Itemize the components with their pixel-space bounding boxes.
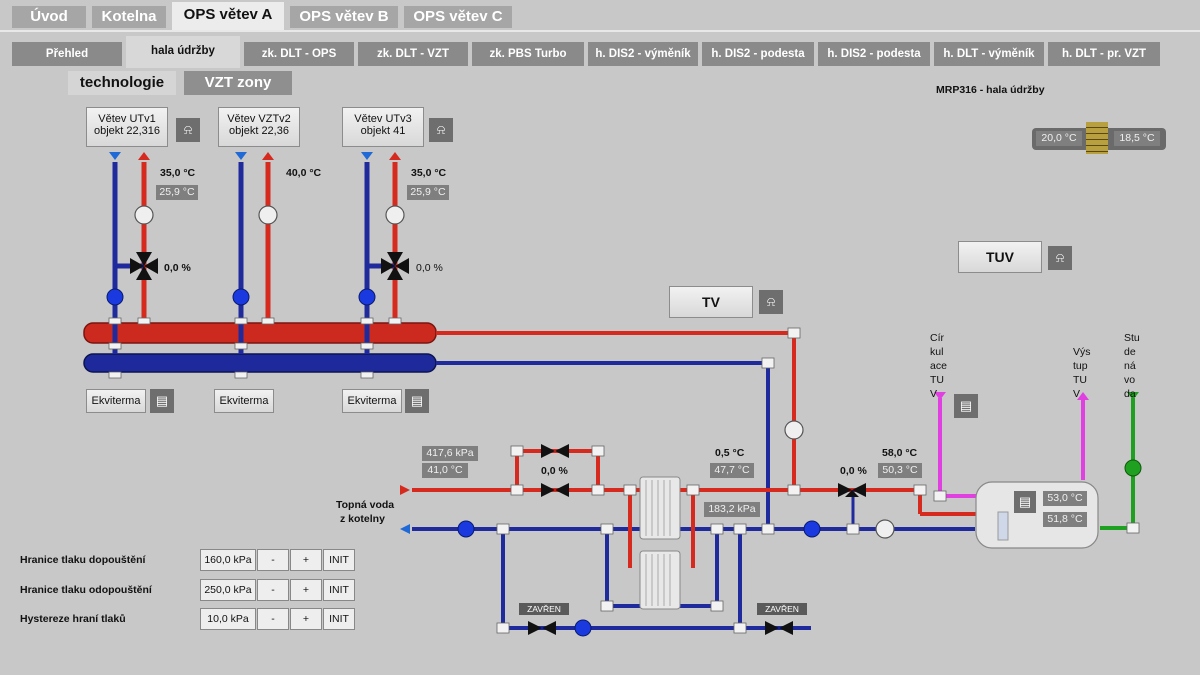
tab-ops-vetev-a[interactable]: OPS větev A bbox=[172, 2, 284, 32]
supply-pressure: 417,6 kPa bbox=[422, 446, 478, 461]
tv-mix-valve-pct: 0,0 % bbox=[840, 465, 867, 477]
supply-source-line2: z kotelny bbox=[340, 513, 385, 525]
increment-button[interactable]: + bbox=[290, 549, 322, 571]
branch-utv1-temp-return: 25,9 °C bbox=[156, 185, 198, 200]
tab-kotelna[interactable]: Kotelna bbox=[92, 6, 166, 28]
outdoor-temp-left: 20,0 °C bbox=[1036, 131, 1082, 146]
subtab-prehled[interactable]: Přehled bbox=[12, 42, 122, 66]
control-value: 160,0 kPa bbox=[200, 549, 256, 571]
subtab-h-dlt-pr-vzt[interactable]: h. DLT - pr. VZT bbox=[1048, 42, 1160, 66]
init-button[interactable]: INIT bbox=[323, 579, 355, 601]
branch-utv1-line2: objekt 22,316 bbox=[93, 125, 161, 137]
subtab-hala-udrzby[interactable]: hala údržby bbox=[126, 36, 240, 68]
branch-utv3-valve: 0,0 % bbox=[416, 262, 443, 274]
control-label: Hranice tlaku odopouštění bbox=[20, 584, 152, 596]
branch-utv1-temp: 35,0 °C bbox=[160, 167, 196, 179]
subtab-h-dis2-vymenik[interactable]: h. DIS2 - výměník bbox=[588, 42, 698, 66]
increment-button[interactable]: + bbox=[290, 608, 322, 630]
subtab-h-dlt-vymenik[interactable]: h. DLT - výměník bbox=[934, 42, 1044, 66]
hx-temp: 47,7 °C bbox=[710, 463, 754, 478]
branch-utv3-bell-icon[interactable]: ⍾ bbox=[429, 118, 453, 142]
cirkulace-calendar-icon[interactable]: ▤ bbox=[954, 394, 978, 418]
tv-mix-temp2: 50,3 °C bbox=[878, 463, 922, 478]
control-label: Hranice tlaku dopouštění bbox=[20, 554, 146, 566]
subtab-zk-dlt-vzt[interactable]: zk. DLT - VZT bbox=[358, 42, 468, 66]
control-value: 250,0 kPa bbox=[200, 579, 256, 601]
increment-button[interactable]: + bbox=[290, 579, 322, 601]
branch-utv1-valve: 0,0 % bbox=[164, 262, 191, 274]
valve-status-right: ZAVŘEN bbox=[757, 603, 807, 615]
tank-calendar-icon[interactable]: ▤ bbox=[1014, 491, 1036, 513]
branch-utv1-bell-icon[interactable]: ⍾ bbox=[176, 118, 200, 142]
control-row-dopousteni: Hranice tlaku dopouštění 160,0 kPa - + I… bbox=[0, 549, 360, 571]
wall-icon bbox=[1086, 122, 1108, 154]
branch-utv1-button[interactable]: Větev UTv1 objekt 22,316 bbox=[86, 107, 168, 147]
subtab-zk-pbs-turbo[interactable]: zk. PBS Turbo bbox=[472, 42, 584, 66]
valve-status-left: ZAVŘEN bbox=[519, 603, 569, 615]
subtab-zk-dlt-ops[interactable]: zk. DLT - OPS bbox=[244, 42, 354, 66]
tab-bar-divider bbox=[0, 30, 1200, 32]
supply-temp: 41,0 °C bbox=[422, 463, 468, 478]
supply-source-line1: Topná voda bbox=[336, 499, 395, 511]
init-button[interactable]: INIT bbox=[323, 608, 355, 630]
branch-utv3-line1: Větev UTv3 bbox=[354, 113, 412, 125]
bypass-valve-pct: 0,0 % bbox=[541, 465, 568, 477]
subtab-h-dis2-podesta-1[interactable]: h. DIS2 - podesta bbox=[702, 42, 814, 66]
tuv-bell-icon[interactable]: ⍾ bbox=[1048, 246, 1072, 270]
decrement-button[interactable]: - bbox=[257, 579, 289, 601]
branch-vztv2-line2: objekt 22,36 bbox=[229, 125, 289, 137]
decrement-button[interactable]: - bbox=[257, 608, 289, 630]
ekviterma-3-calendar-icon[interactable]: ▤ bbox=[405, 389, 429, 413]
ekviterma-1-button[interactable]: Ekviterma bbox=[86, 389, 146, 413]
tv-button[interactable]: TV bbox=[669, 286, 753, 318]
branch-vztv2-button[interactable]: Větev VZTv2 objekt 22,36 bbox=[218, 107, 300, 147]
tab-uvod[interactable]: Úvod bbox=[12, 6, 86, 28]
page-title: MRP316 - hala údržby bbox=[936, 84, 1045, 96]
view-tab-vzt-zony[interactable]: VZT zony bbox=[184, 71, 292, 95]
tank-temp-1: 53,0 °C bbox=[1043, 491, 1087, 506]
outdoor-temp-right: 18,5 °C bbox=[1114, 131, 1160, 146]
decrement-button[interactable]: - bbox=[257, 549, 289, 571]
ekviterma-2-button[interactable]: Ekviterma bbox=[214, 389, 274, 413]
tv-bell-icon[interactable]: ⍾ bbox=[759, 290, 783, 314]
branch-utv3-temp-return: 25,9 °C bbox=[407, 185, 449, 200]
view-tab-technologie[interactable]: technologie bbox=[68, 71, 176, 95]
control-value: 10,0 kPa bbox=[200, 608, 256, 630]
branch-utv3-line2: objekt 41 bbox=[360, 125, 406, 137]
branch-utv1-line1: Větev UTv1 bbox=[98, 113, 156, 125]
branch-vztv2-temp: 40,0 °C bbox=[286, 167, 322, 179]
branch-utv3-button[interactable]: Větev UTv3 objekt 41 bbox=[342, 107, 424, 147]
init-button[interactable]: INIT bbox=[323, 549, 355, 571]
hx-pressure: 183,2 kPa bbox=[704, 502, 760, 517]
ekviterma-3-button[interactable]: Ekviterma bbox=[342, 389, 402, 413]
subtab-h-dis2-podesta-2[interactable]: h. DIS2 - podesta bbox=[818, 42, 930, 66]
ekviterma-1-calendar-icon[interactable]: ▤ bbox=[150, 389, 174, 413]
tuv-button[interactable]: TUV bbox=[958, 241, 1042, 273]
control-row-hystereze: Hystereze hraní tlaků 10,0 kPa - + INIT bbox=[0, 608, 360, 630]
control-label: Hystereze hraní tlaků bbox=[20, 613, 126, 625]
branch-vztv2-line1: Větev VZTv2 bbox=[227, 113, 291, 125]
tank-temp-2: 51,8 °C bbox=[1043, 512, 1087, 527]
control-row-odopousteni: Hranice tlaku odopouštění 250,0 kPa - + … bbox=[0, 579, 360, 601]
branch-utv3-temp: 35,0 °C bbox=[411, 167, 447, 179]
tab-ops-vetev-b[interactable]: OPS větev B bbox=[290, 6, 398, 28]
tab-ops-vetev-c[interactable]: OPS větev C bbox=[404, 6, 512, 28]
hx-valve-pct: 0,5 °C bbox=[715, 447, 745, 459]
tv-mix-temp: 58,0 °C bbox=[882, 447, 918, 459]
